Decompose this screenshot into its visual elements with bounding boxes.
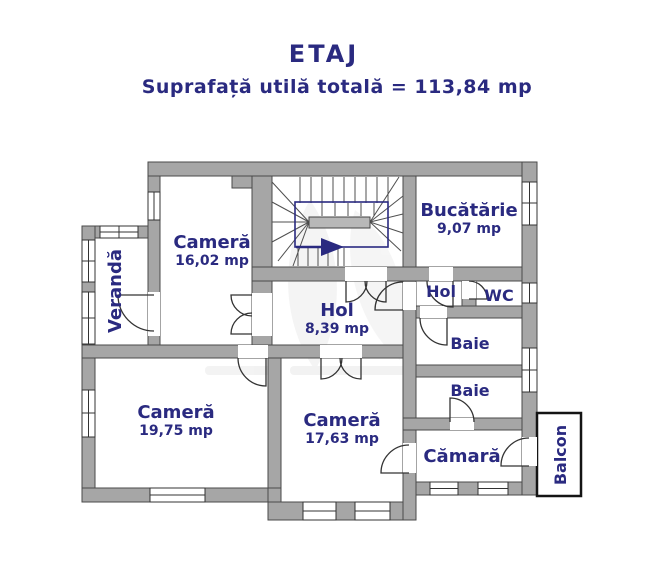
room-label-hol-small: Hol xyxy=(426,282,456,301)
window xyxy=(149,487,206,503)
room-area-bucatarie: 9,07 mp xyxy=(437,221,501,237)
door-wc xyxy=(468,280,488,300)
room-label-camara: Cămară xyxy=(423,446,500,467)
door-baie2 xyxy=(449,397,475,423)
room-labels: Cameră 16,02 mp Bucătărie 9,07 mp Hol 8,… xyxy=(105,200,570,485)
door-stairs-left-leaf xyxy=(345,280,368,303)
door-camera1-top-leaf xyxy=(230,294,253,317)
room-label-veranda: Verandă xyxy=(105,249,126,333)
window xyxy=(354,501,391,521)
door-balcon xyxy=(500,437,530,467)
door-openings xyxy=(148,267,537,473)
door-stairs-right-leaf xyxy=(364,280,387,303)
room-label-camera1: Cameră xyxy=(173,232,250,253)
room-area-camera1: 16,02 mp xyxy=(175,253,249,269)
room-area-camera2: 19,75 mp xyxy=(139,423,213,439)
window xyxy=(81,291,96,345)
window xyxy=(302,501,337,521)
door-camera3-right-leaf xyxy=(339,357,362,380)
room-label-camera2: Cameră xyxy=(137,402,214,423)
door-baie1 xyxy=(419,317,448,346)
window xyxy=(147,191,161,221)
room-label-baie-2: Baie xyxy=(450,381,489,400)
window xyxy=(429,481,459,496)
room-label-wc: WC xyxy=(484,286,513,305)
windows xyxy=(81,181,538,521)
window xyxy=(81,239,96,283)
door-camara xyxy=(380,444,410,474)
room-label-baie-1: Baie xyxy=(450,334,489,353)
doors xyxy=(117,280,530,474)
balcony-outline xyxy=(535,411,583,498)
room-label-balcon: Balcon xyxy=(551,425,570,485)
room-label-camera3: Cameră xyxy=(303,410,380,431)
door-camera1-bottom-leaf xyxy=(230,312,253,335)
plan-header: ETAJ Suprafață utilă totală = 113,84 mp xyxy=(0,40,648,98)
window xyxy=(521,282,538,304)
room-area-hol-main: 8,39 mp xyxy=(305,321,369,337)
door-veranda xyxy=(117,294,155,332)
stair-landing xyxy=(308,216,371,229)
room-label-hol-main: Hol xyxy=(320,300,354,321)
page-title: ETAJ xyxy=(288,40,360,68)
door-bucatarie xyxy=(426,280,454,308)
staircase xyxy=(271,176,404,267)
window xyxy=(521,347,538,393)
door-camera3-left-leaf xyxy=(320,357,343,380)
room-label-bucatarie: Bucătărie xyxy=(420,200,517,221)
window xyxy=(521,181,538,226)
window xyxy=(99,225,139,239)
page-subtitle: Suprafață utilă totală = 113,84 mp xyxy=(141,76,533,98)
window xyxy=(477,481,509,496)
window xyxy=(81,389,96,438)
stair-direction-arrow xyxy=(296,238,344,256)
door-hol-corridor xyxy=(374,281,404,311)
room-area-camera3: 17,63 mp xyxy=(305,431,379,447)
door-camera2 xyxy=(237,357,267,387)
